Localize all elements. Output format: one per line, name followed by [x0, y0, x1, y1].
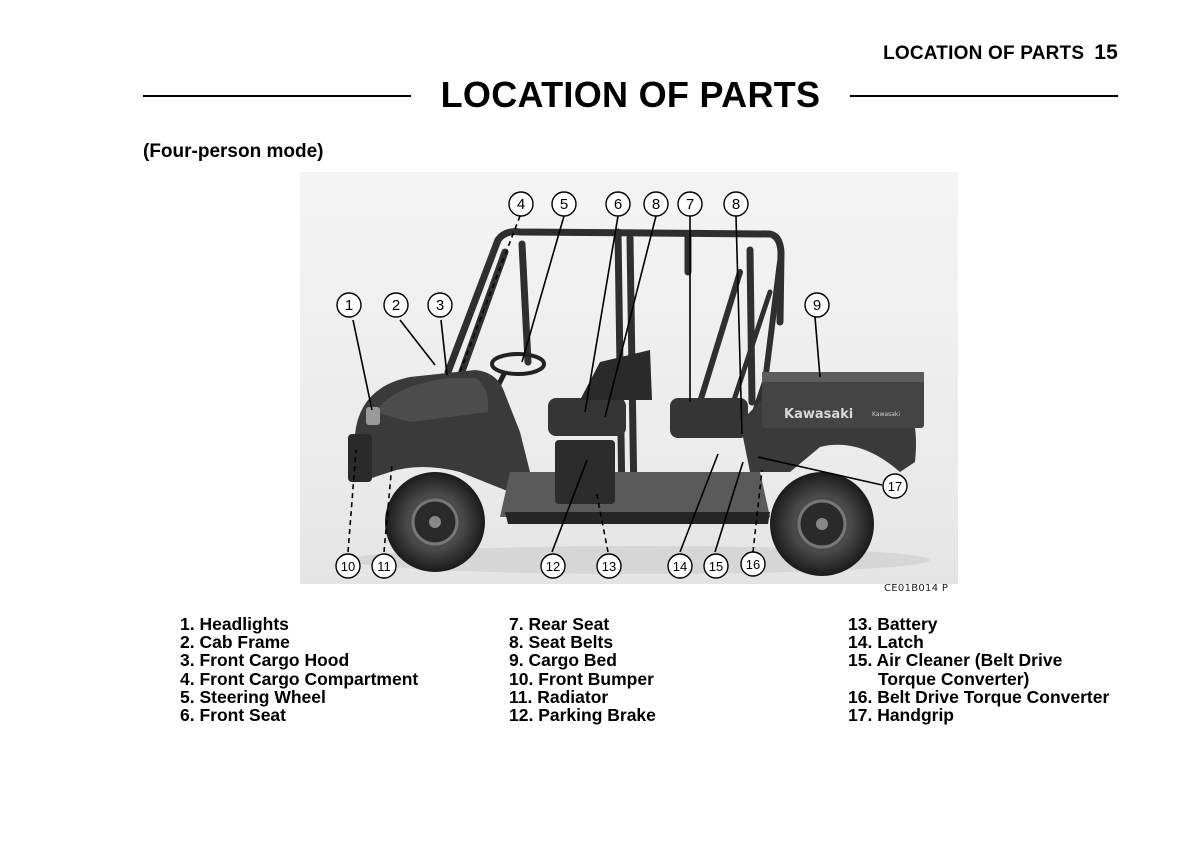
- legend-item: 2. Cab Frame: [180, 632, 290, 653]
- callout-10: 10: [335, 553, 361, 579]
- callout-4: 4: [508, 191, 534, 217]
- svg-text:7: 7: [686, 196, 694, 213]
- svg-text:5: 5: [560, 196, 568, 213]
- callout-5: 5: [551, 191, 577, 217]
- front-cargo-hood: [375, 378, 489, 422]
- legend-item: 13. Battery: [848, 614, 938, 634]
- vehicle-figure: Kawasaki Kawasaki: [300, 172, 958, 584]
- callout-9: 9: [804, 292, 830, 318]
- svg-text:2: 2: [392, 297, 400, 314]
- svg-text:4: 4: [517, 196, 525, 213]
- cargo-bed: [762, 372, 924, 428]
- legend-item: 1. Headlights: [180, 614, 289, 634]
- headlight: [366, 407, 380, 425]
- svg-text:13: 13: [602, 559, 616, 574]
- title-row: LOCATION OF PARTS: [143, 72, 1118, 118]
- model-decal: Kawasaki: [872, 411, 900, 418]
- legend-item: 15. Air Cleaner (Belt Drive: [848, 650, 1063, 671]
- floorboard: [500, 472, 770, 517]
- svg-text:14: 14: [673, 559, 687, 574]
- svg-text:6: 6: [614, 196, 622, 213]
- svg-text:10: 10: [341, 559, 355, 574]
- leader-lines: [347, 215, 883, 553]
- callout-3: 3: [427, 292, 453, 318]
- legend-column-3: 13. Battery 14. Latch 15. Air Cleaner (B…: [848, 615, 1109, 724]
- battery-box: [555, 440, 615, 504]
- callout-1: 1: [336, 292, 362, 318]
- cargo-bed-rim: [762, 372, 924, 382]
- front-bumper: [348, 434, 372, 482]
- front-wheel: [385, 472, 485, 572]
- legend-item: 8. Seat Belts: [509, 632, 614, 653]
- callout-markers: 1 2 3 4 5 6 8 7 8 9 10 11 12 13 14 15 16…: [335, 191, 908, 579]
- legend-column-1: 1. Headlights 2. Cab Frame 3. Front Carg…: [180, 615, 418, 724]
- legend-item: 12. Parking Brake: [509, 705, 656, 726]
- legend-item: 6. Front Seat: [180, 705, 286, 726]
- svg-text:17: 17: [888, 479, 902, 494]
- callout-12: 12: [540, 553, 566, 579]
- running-header-title: LOCATION OF PARTS: [883, 43, 1085, 64]
- legend-item-continuation: Torque Converter): [878, 668, 1030, 689]
- brand-decal: Kawasaki: [784, 407, 853, 422]
- callout-8a: 8: [643, 191, 669, 217]
- callout-7: 7: [677, 191, 703, 217]
- mode-subtitle: (Four-person mode): [143, 141, 324, 162]
- svg-text:9: 9: [813, 297, 821, 314]
- legend-item: 7. Rear Seat: [509, 614, 610, 634]
- legend-item: 3. Front Cargo Hood: [180, 650, 350, 671]
- svg-text:11: 11: [377, 559, 391, 574]
- figure-code: CE01B014 P: [884, 583, 949, 594]
- running-header: LOCATION OF PARTS 15: [883, 41, 1118, 65]
- svg-text:8: 8: [652, 196, 660, 213]
- legend-item: 17. Handgrip: [848, 705, 954, 726]
- legend-item: 11. Radiator: [509, 686, 609, 707]
- svg-text:16: 16: [746, 557, 760, 572]
- title-rule-right: [850, 95, 1118, 97]
- callout-14: 14: [667, 553, 693, 579]
- svg-text:1: 1: [345, 297, 353, 314]
- legend-item: 14. Latch: [848, 632, 924, 653]
- page-number: 15: [1094, 41, 1118, 64]
- svg-text:8: 8: [732, 196, 740, 213]
- callout-6: 6: [605, 191, 631, 217]
- svg-text:3: 3: [436, 297, 444, 314]
- callout-16: 16: [740, 551, 766, 577]
- legend-item: 9. Cargo Bed: [509, 650, 617, 671]
- callout-17: 17: [882, 473, 908, 499]
- rear-wheel: [770, 472, 874, 576]
- callout-11: 11: [371, 553, 397, 579]
- side-rail: [505, 512, 770, 524]
- legend-column-2: 7. Rear Seat 8. Seat Belts 9. Cargo Bed …: [509, 615, 656, 724]
- callout-15: 15: [703, 553, 729, 579]
- legend-item: 5. Steering Wheel: [180, 686, 326, 707]
- title-rule-left: [143, 95, 411, 97]
- svg-text:12: 12: [546, 559, 560, 574]
- legend-item: 10. Front Bumper: [509, 668, 654, 689]
- legend-item: 16. Belt Drive Torque Converter: [848, 686, 1110, 707]
- legend-item: 4. Front Cargo Compartment: [180, 668, 419, 689]
- rear-seat: [670, 398, 748, 438]
- callout-8b: 8: [723, 191, 749, 217]
- svg-text:15: 15: [709, 559, 723, 574]
- page-title: LOCATION OF PARTS: [440, 74, 821, 115]
- callout-13: 13: [596, 553, 622, 579]
- callout-2: 2: [383, 292, 409, 318]
- vehicle-illustration: Kawasaki Kawasaki: [300, 172, 958, 584]
